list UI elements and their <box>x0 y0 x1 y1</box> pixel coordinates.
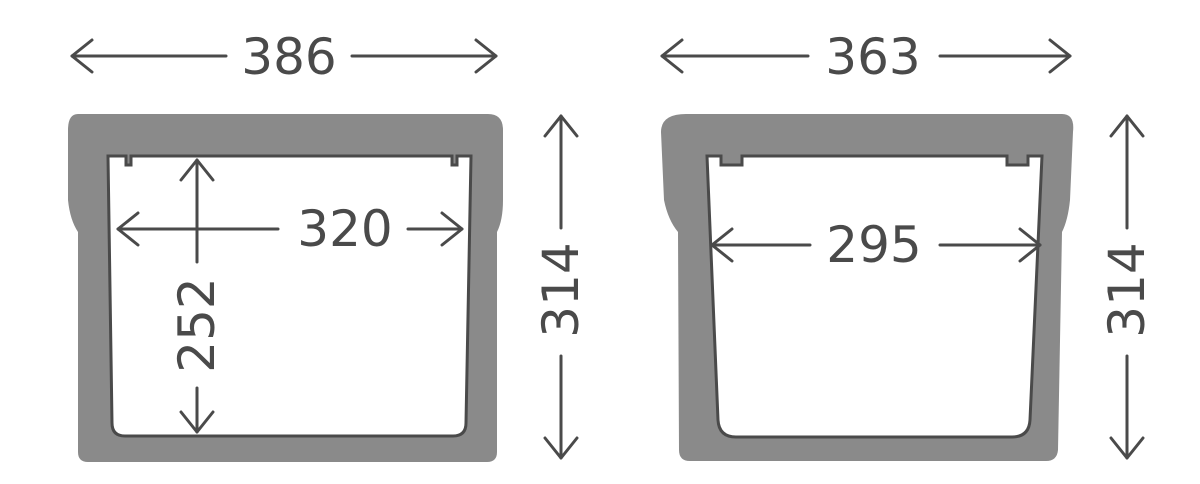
left-bin-cavity <box>106 154 473 438</box>
right-bin: 363 295 314 <box>660 28 1156 461</box>
left-height-label: 314 <box>532 242 590 337</box>
right-inner-width-label: 295 <box>826 216 921 274</box>
right-outer-width-dimension: 363 <box>660 28 1072 86</box>
right-inner-width-dimension: 295 <box>710 216 1042 274</box>
right-height-dimension: 314 <box>1098 114 1156 460</box>
right-outer-width-label: 363 <box>825 28 920 86</box>
left-outer-width-label: 386 <box>241 28 336 86</box>
left-outer-width-dimension: 386 <box>70 28 498 86</box>
right-height-label: 314 <box>1098 242 1156 337</box>
left-inner-depth-dimension: 252 <box>168 158 226 434</box>
left-inner-width-label: 320 <box>297 200 392 258</box>
left-inner-width-dimension: 320 <box>116 200 464 258</box>
left-inner-depth-label: 252 <box>168 277 226 372</box>
left-bin: 386 320 252 314 <box>68 28 590 462</box>
right-bin-cavity <box>705 154 1044 439</box>
left-height-dimension: 314 <box>532 114 590 460</box>
